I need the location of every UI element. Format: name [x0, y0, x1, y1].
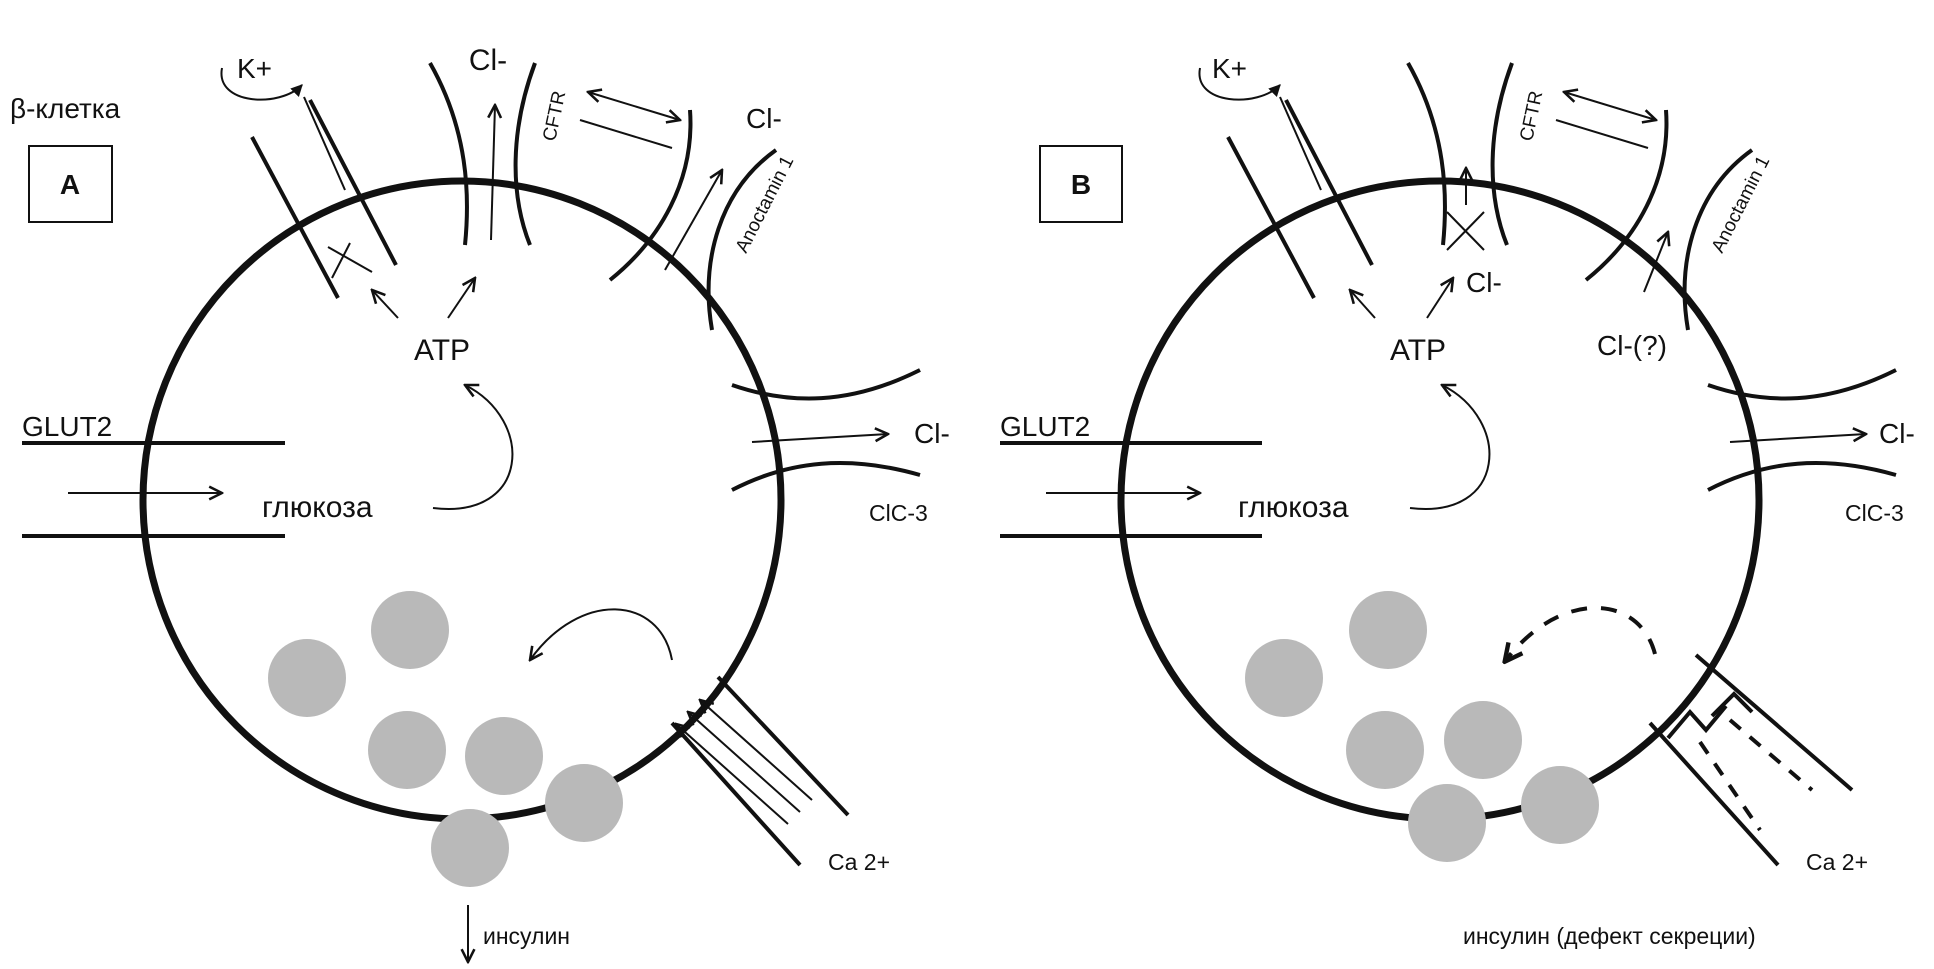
cl-channel-blocked-icon	[1446, 211, 1485, 251]
insulin-granules	[1245, 591, 1599, 862]
k-channel	[220, 67, 398, 299]
insulin-granule	[1521, 766, 1599, 844]
atp-to-k-arrow	[1350, 290, 1376, 319]
ca-blocked-zigzag	[1666, 704, 1728, 740]
anoctamin-channel	[1584, 109, 1754, 331]
anoctamin-cl-label: Cl-	[746, 103, 782, 134]
cell-type-label: β-клетка	[10, 93, 121, 124]
glucose-label: глюкоза	[1238, 491, 1349, 524]
insulin-defect-label: инсулин (дефект секреции)	[1463, 923, 1756, 949]
insulin-granule	[1349, 591, 1427, 669]
atp-to-cl-arrow	[1426, 278, 1453, 319]
panel-b-tag: B	[1071, 169, 1091, 200]
cftr-exchange-arrow-1	[588, 92, 680, 120]
cl-channel-top	[1406, 62, 1514, 251]
glut2-transporter	[1000, 441, 1262, 538]
insulin-granule	[371, 591, 449, 669]
atp-label: ATP	[1390, 334, 1446, 367]
insulin-granule	[1408, 784, 1486, 862]
clc3-cl-arrow	[751, 434, 888, 443]
cftr-exchange-line-2	[1555, 119, 1649, 149]
cl-channel-top	[428, 62, 537, 246]
cl-uncertain-label: Cl-(?)	[1597, 330, 1667, 361]
atp-label: ATP	[414, 334, 470, 367]
k-efflux-arrow	[1198, 67, 1281, 101]
insulin-granule	[1346, 711, 1424, 789]
ca-to-granules-arrow-impaired	[1506, 605, 1657, 660]
clc3-cl-arrow	[1729, 434, 1866, 443]
clc3-cl-label: Cl-	[1879, 418, 1915, 449]
anoctamin-cl-arrow	[664, 170, 722, 271]
clc3-channel	[731, 368, 921, 492]
cftr-exchange-line-2	[579, 119, 673, 149]
panel-b: B K+ ATP Cl- CFTR	[1000, 53, 1915, 949]
glucose-to-atp-arrow	[1409, 385, 1491, 510]
clc3-channel	[1707, 368, 1897, 492]
k-channel	[1198, 67, 1374, 299]
ca-ion-label: Ca 2+	[1806, 849, 1868, 875]
insulin-granule	[1245, 639, 1323, 717]
insulin-granule	[1444, 701, 1522, 779]
cell-membrane	[139, 177, 785, 823]
insulin-granule	[268, 639, 346, 717]
glucose-to-atp-arrow	[432, 385, 514, 510]
k-efflux-arrow	[220, 67, 303, 101]
insulin-granule	[368, 711, 446, 789]
k-ion-label: K+	[1212, 53, 1247, 84]
cftr-label: CFTR	[1516, 89, 1547, 143]
cftr-exchange-arrow-1	[1564, 92, 1656, 120]
k-channel-blocked-icon	[327, 242, 373, 279]
insulin-label: инсулин	[483, 923, 570, 949]
anoctamin-channel	[608, 109, 778, 331]
ca-influx-arrow	[676, 724, 789, 825]
clc3-label: ClC-3	[869, 500, 928, 526]
panel-a-tag-box	[28, 145, 113, 223]
panel-a: β-клетка A K+ ATP Cl- CFTR	[10, 44, 950, 962]
atp-to-k-arrow	[372, 290, 399, 319]
cell-membrane	[1117, 177, 1763, 823]
anoctamin-label: Anoctamin 1	[732, 153, 799, 257]
insulin-granules	[268, 591, 623, 887]
anoctamin-label: Anoctamin 1	[1708, 153, 1775, 257]
glut2-label: GLUT2	[1000, 411, 1090, 442]
insulin-granule	[465, 717, 543, 795]
cl-top-label: Cl-	[469, 44, 507, 77]
anoctamin-cl-arrow	[1643, 232, 1668, 293]
ca-influx-arrow	[688, 712, 801, 813]
panel-b-tag-box	[1039, 145, 1123, 223]
ca-channel	[670, 675, 850, 867]
glut2-label: GLUT2	[22, 411, 112, 442]
cl-efflux-arrow	[491, 105, 495, 241]
ca-to-granules-arrow	[530, 608, 673, 660]
glut2-transporter	[22, 441, 285, 538]
cl-inner-label: Cl-	[1466, 267, 1502, 298]
ca-influx-arrow	[700, 700, 813, 801]
clc3-cl-label: Cl-	[914, 418, 950, 449]
cftr-label: CFTR	[539, 89, 570, 143]
panel-a-tag: A	[60, 169, 80, 200]
glucose-label: глюкоза	[262, 491, 373, 524]
ca-channel	[1648, 653, 1854, 867]
insulin-granule	[545, 764, 623, 842]
ca-ion-label: Ca 2+	[828, 849, 890, 875]
k-ion-label: K+	[237, 53, 272, 84]
clc3-label: ClC-3	[1845, 500, 1904, 526]
insulin-granule	[431, 809, 509, 887]
atp-to-cl-arrow	[447, 278, 475, 319]
